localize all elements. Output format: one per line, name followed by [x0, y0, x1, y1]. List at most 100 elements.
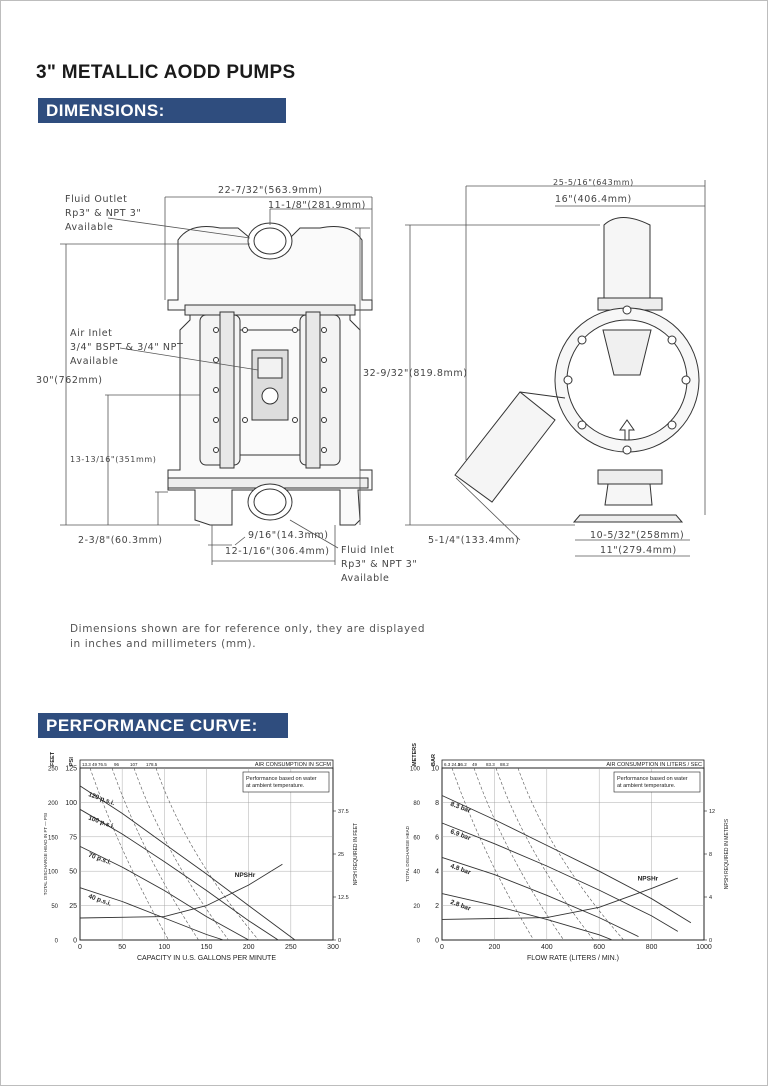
y-axis-title: TOTAL DISCHARGE HEAD IN FT — PSI [43, 813, 48, 895]
dim-side-depth2: 16"(406.4mm) [555, 194, 632, 205]
y-tick-label: 8 [435, 800, 439, 807]
air-consumption-tick: 107 [130, 762, 138, 767]
y-tick-label: 2 [435, 903, 439, 910]
npsh-tick-label: 8 [709, 852, 712, 858]
air-consumption-tick: 36.2 [458, 762, 467, 767]
series-line [441, 795, 692, 924]
x-tick-label: 600 [593, 944, 605, 951]
section-header-performance: PERFORMANCE CURVE: [38, 713, 288, 738]
y-tick-label: 0 [435, 938, 439, 945]
air-consumption-tick: 49 [472, 762, 478, 767]
y-axis-title: TOTAL DISCHARGE HEAD [405, 825, 410, 881]
npsh-tick-label: 0 [709, 938, 712, 944]
series-line [79, 887, 224, 941]
series-line [441, 856, 639, 938]
side-muffler [454, 391, 556, 503]
note-text: Performance based on water [617, 776, 688, 782]
unit-label: FEET [50, 751, 56, 766]
dim-side-depth: 25-5/16"(643mm) [553, 178, 634, 187]
note-box [613, 771, 701, 793]
y-tick-label: 0 [73, 938, 77, 945]
plot-frame [441, 767, 705, 941]
y2-tick-label: 80 [413, 801, 420, 807]
dim-side-foot1: 10-5/32"(258mm) [590, 530, 685, 541]
section-header-dimensions: DIMENSIONS: [38, 98, 286, 123]
air-consumption-curve [473, 767, 564, 941]
air-consumption-tick: 96 [114, 762, 120, 767]
x-tick-label: 0 [78, 944, 82, 951]
dim-overall-width: 22-7/32"(563.9mm) [218, 185, 323, 196]
y2-tick-label: 100 [48, 870, 59, 876]
x-tick-label: 400 [541, 944, 553, 951]
x-tick-label: 1000 [696, 944, 712, 951]
y2-tick-label: 100 [410, 767, 421, 773]
unit-label: PSI [69, 757, 75, 766]
air-consumption-curve [89, 767, 169, 941]
unit-label: BAR [431, 754, 437, 766]
label-fluid-outlet: Fluid Outlet Rp3" & NPT 3" Available [65, 194, 142, 233]
dim-height-left: 30"(762mm) [36, 375, 103, 386]
x-tick-label: 0 [440, 944, 444, 951]
dim-side-foot2: 11"(279.4mm) [600, 545, 677, 556]
dim-side-offset: 5-1/4"(133.4mm) [428, 535, 520, 546]
y2-tick-label: 200 [48, 801, 59, 807]
x-tick-label: 100 [158, 944, 170, 951]
air-consumption-tick: 76.5 [98, 762, 107, 767]
y-axis-title-right: NPSH REQUIRED IN FEET [353, 823, 359, 885]
page-title: 3" METALLIC AODD PUMPS [36, 62, 296, 83]
air-consumption-tick: 83.3 [486, 762, 495, 767]
series-line [441, 822, 679, 932]
series-line [79, 845, 249, 941]
air-consumption-title: AIR CONSUMPTION IN LITERS / SEC [606, 762, 702, 768]
air-consumption-curve [155, 767, 259, 941]
air-consumption-curve [451, 767, 534, 941]
x-tick-label: 200 [243, 944, 255, 951]
y2-tick-label: 20 [413, 904, 420, 910]
dim-outlet-center: 11-1/8"(281.9mm) [268, 200, 366, 211]
y-tick-label: 100 [65, 800, 77, 807]
series-label: NPSHr [235, 872, 256, 879]
npsh-tick-label: 12 [709, 809, 715, 815]
y2-tick-label: 50 [51, 904, 58, 910]
x-tick-label: 150 [201, 944, 213, 951]
note-text: at ambient temperature. [617, 783, 676, 789]
label-fluid-inlet: Fluid Inlet Rp3" & NPT 3" Available [341, 545, 418, 584]
series-line [79, 863, 283, 919]
npsh-tick-label: 12.5 [338, 895, 349, 901]
x-tick-label: 200 [489, 944, 501, 951]
side-outlet-pipe [603, 217, 651, 301]
label-air-inlet: Air Inlet 3/4" BSPT & 3/4" NPT Available [70, 328, 184, 367]
y-tick-label: 6 [435, 834, 439, 841]
dim-foot-span: 12-1/16"(306.4mm) [225, 546, 330, 557]
x-tick-label: 800 [646, 944, 658, 951]
note-box [242, 771, 330, 793]
air-consumption-tick: 6.3 24.5 [444, 762, 461, 767]
x-tick-label: 300 [327, 944, 339, 951]
x-axis-title: FLOW RATE (LITERS / MIN.) [527, 955, 619, 962]
y-tick-label: 4 [435, 869, 439, 876]
y-tick-label: 125 [65, 766, 77, 773]
note-text: at ambient temperature. [246, 783, 305, 789]
y2-tick-label: 0 [417, 939, 421, 945]
air-consumption-tick: 178.5 [146, 762, 158, 767]
x-tick-label: 50 [118, 944, 126, 951]
x-axis-title: CAPACITY IN U.S. GALLONS PER MINUTE [137, 955, 276, 962]
y-tick-label: 25 [69, 903, 77, 910]
air-consumption-curve [111, 767, 199, 941]
dim-base-height: 2-3/8"(60.3mm) [78, 535, 163, 546]
dim-height-right: 32-9/32"(819.8mm) [363, 368, 468, 379]
y-axis-title-right: NPSH REQUIRED IN METERS [724, 818, 730, 889]
y2-tick-label: 150 [48, 835, 59, 841]
air-consumption-title: AIR CONSUMPTION IN SCFM [255, 762, 332, 768]
series-line [79, 808, 279, 941]
y-tick-label: 10 [431, 766, 439, 773]
note-text: Performance based on water [246, 776, 317, 782]
npsh-tick-label: 0 [338, 938, 341, 944]
npsh-tick-label: 37.5 [338, 809, 349, 815]
air-consumption-curve [517, 767, 624, 941]
series-line [441, 893, 613, 941]
x-tick-label: 250 [285, 944, 297, 951]
